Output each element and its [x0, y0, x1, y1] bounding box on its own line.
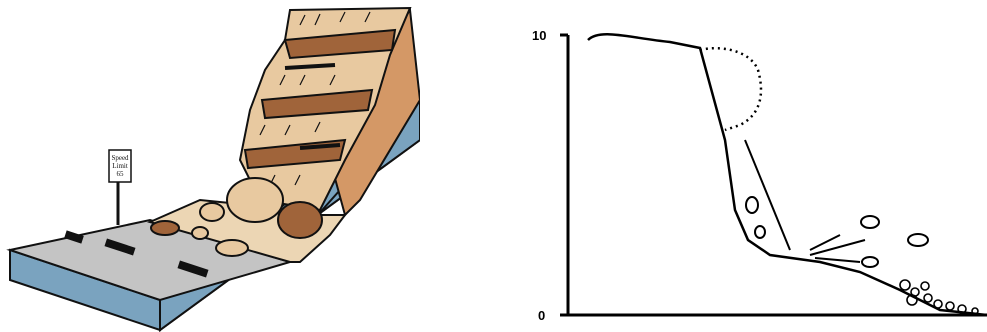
rock	[862, 257, 878, 267]
profile-sketch-svg: 10 0	[520, 0, 987, 332]
boulder	[216, 240, 248, 256]
rockfall-illustration: Speed Limit 65	[0, 0, 420, 332]
rock	[861, 216, 879, 228]
boulder	[227, 178, 283, 222]
boulder	[192, 227, 208, 239]
slope-profile	[588, 34, 987, 315]
rockfall-illustration-svg: Speed Limit 65	[0, 0, 420, 332]
trajectory-line	[810, 240, 865, 255]
rock	[755, 226, 765, 238]
profile-sketch: 10 0	[520, 0, 987, 332]
sign-text-line2: Limit	[112, 162, 128, 170]
sign-text-line3: 65	[117, 170, 125, 178]
boulder	[200, 203, 224, 221]
y-axis-label-bottom: 0	[538, 308, 545, 323]
detached-block-outline	[700, 48, 761, 130]
rock	[746, 197, 758, 213]
sign-text-line1: Speed	[111, 154, 129, 162]
boulder	[151, 221, 179, 235]
trajectory-line	[745, 140, 790, 250]
rock	[908, 234, 928, 246]
y-axis-label-top: 10	[532, 28, 546, 43]
boulder	[278, 202, 322, 238]
